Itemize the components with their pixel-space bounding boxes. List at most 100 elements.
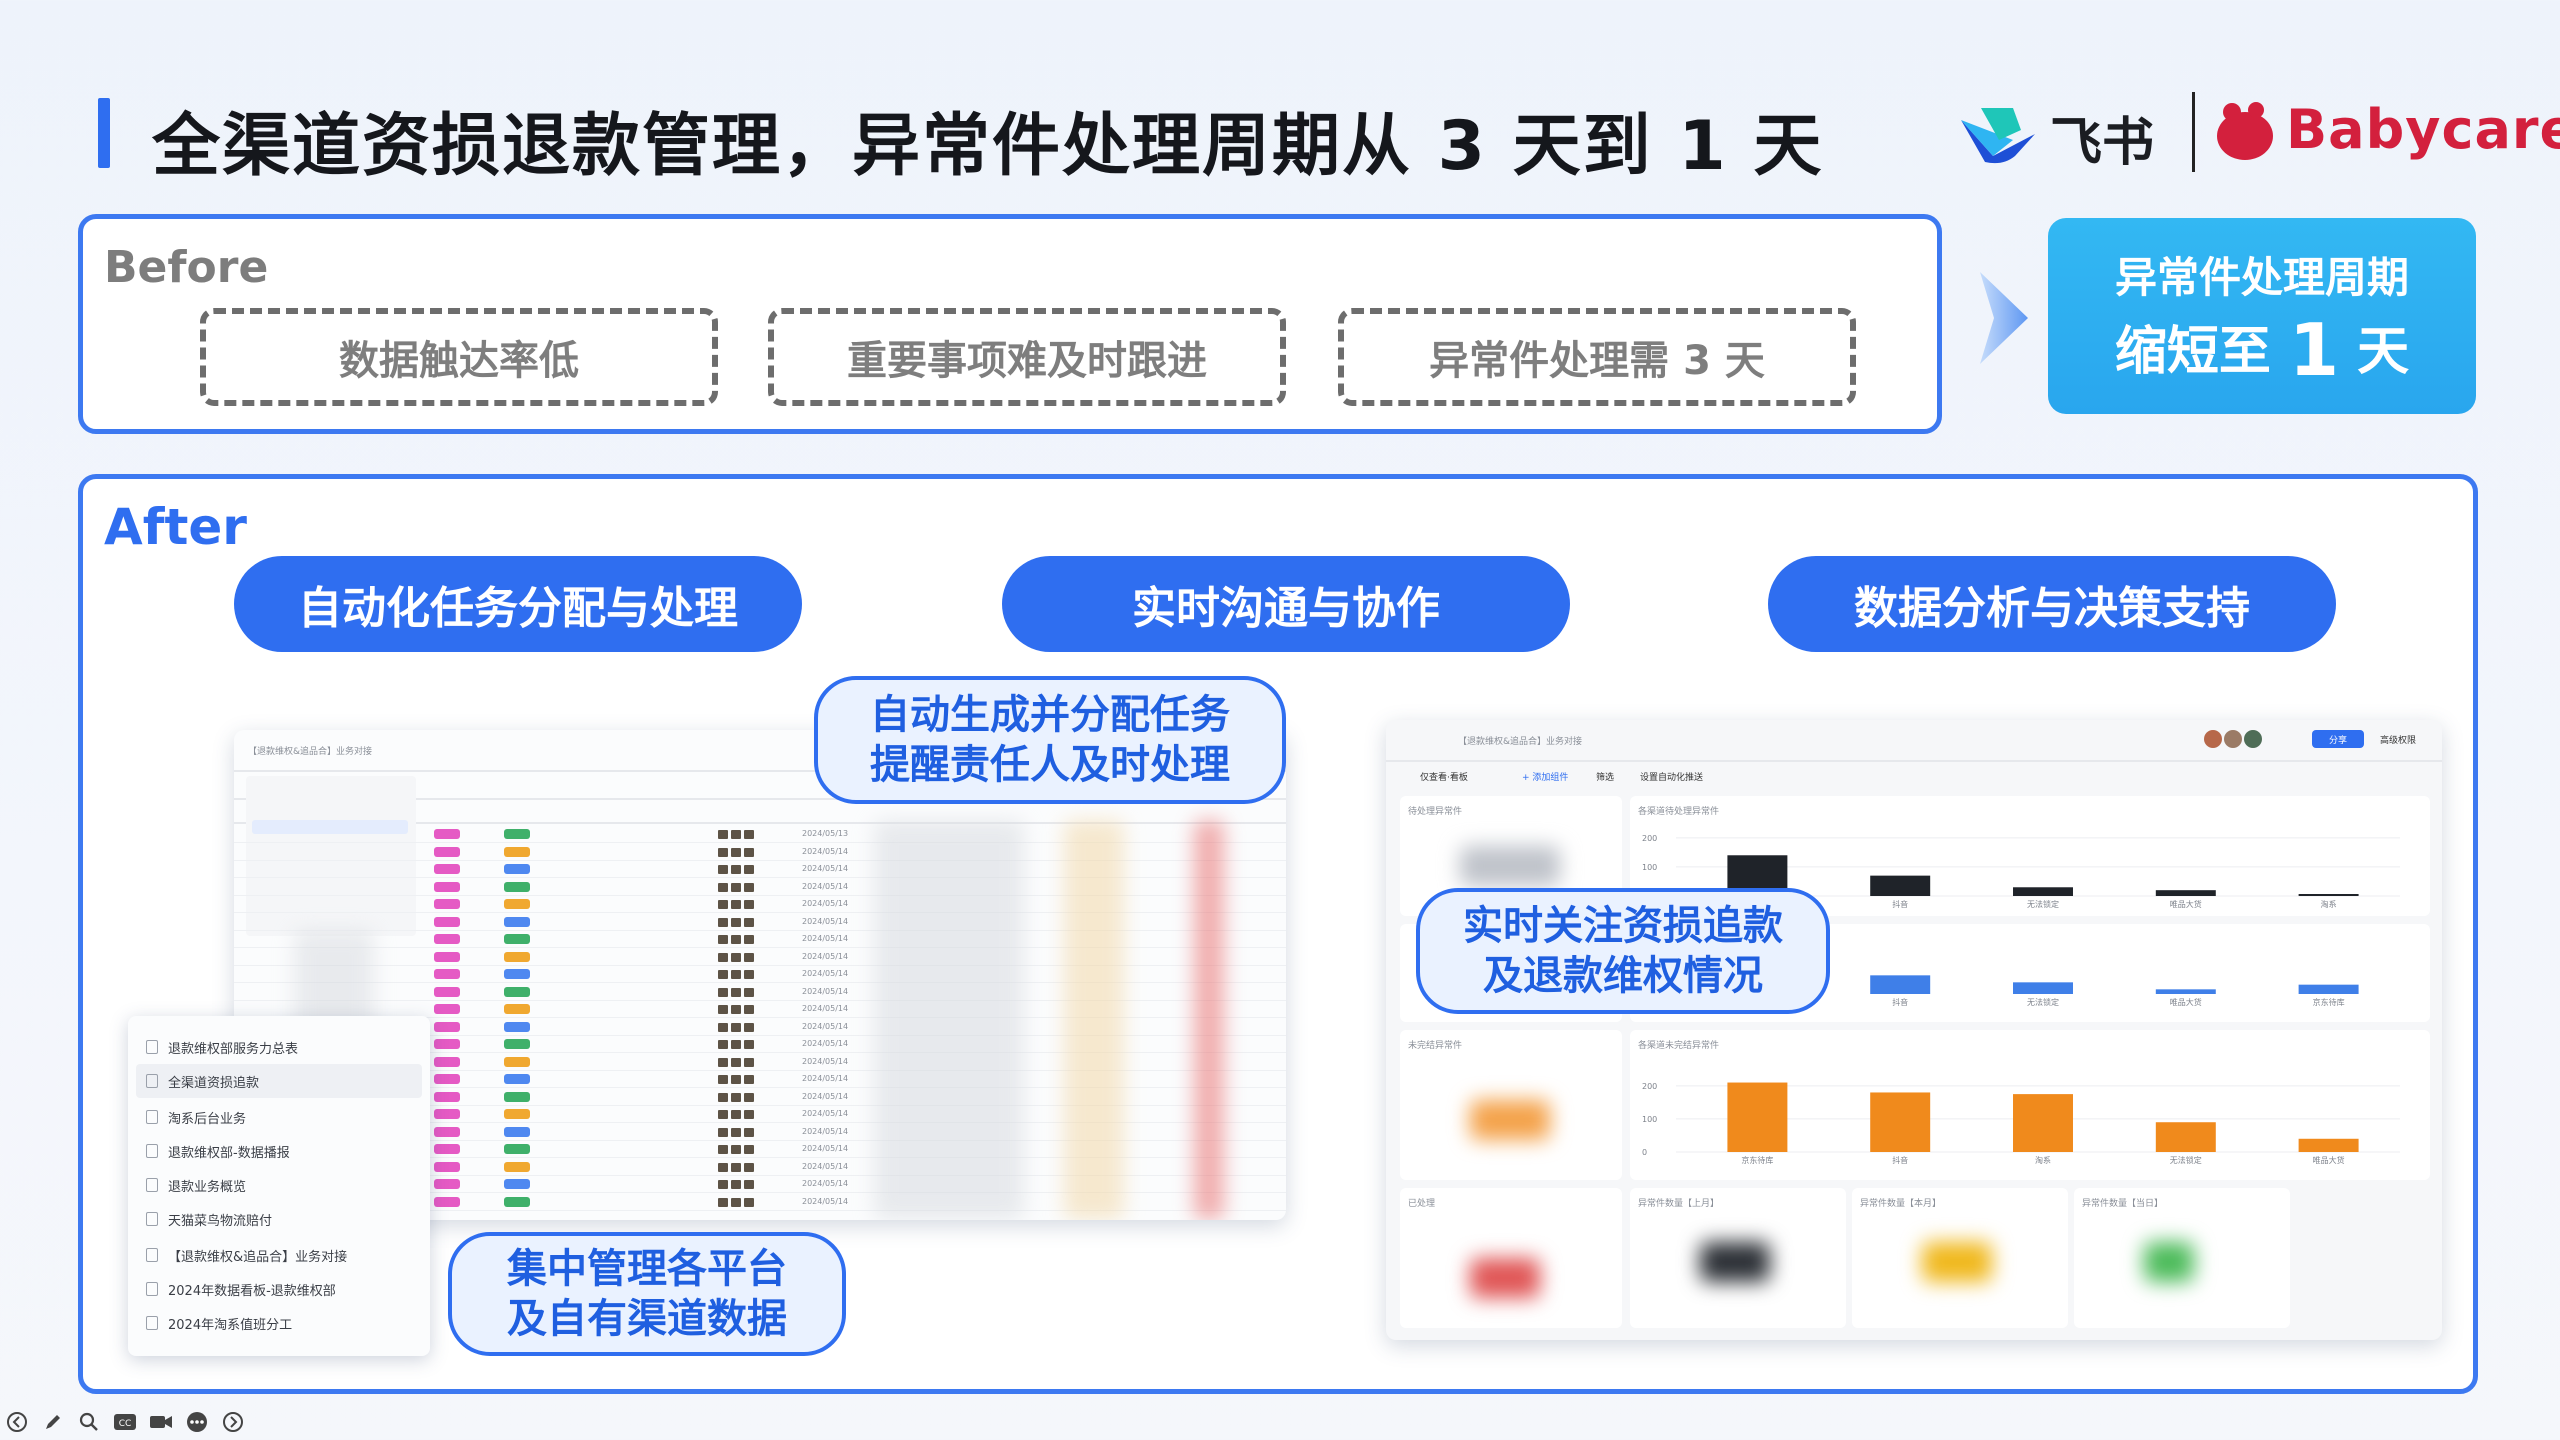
table-row[interactable]: 2024/05/14 — [234, 1036, 1286, 1053]
date-cell: 2024/05/14 — [802, 986, 849, 996]
table-row[interactable]: 2024/05/14 — [234, 844, 1286, 861]
auto-push-button[interactable]: 设置自动化推送 — [1640, 773, 1704, 783]
x-tick-label: 唯品大货 — [2313, 1155, 2345, 1165]
bar[interactable] — [2013, 1094, 2073, 1152]
bar[interactable] — [2013, 982, 2073, 994]
list-item[interactable]: 2024年数据看板-退款维权部 — [146, 1272, 336, 1306]
list-item[interactable]: 退款维权部服务力总表 — [146, 1030, 298, 1064]
filter-button[interactable]: 筛选 — [1596, 773, 1615, 783]
camera-icon[interactable] — [148, 1409, 174, 1435]
channel-tag — [504, 1126, 530, 1137]
table-row[interactable]: 2024/05/14 — [234, 861, 1286, 878]
result-prefix: 缩短至 — [2114, 322, 2271, 382]
product-thumbnail — [718, 1092, 728, 1102]
bar[interactable] — [1870, 1092, 1931, 1152]
result-title: 异常件处理周期 — [2114, 253, 2409, 302]
date-cell: 2024/05/14 — [802, 1196, 849, 1206]
doc-list-panel: 退款维权部服务力总表 全渠道资损追款 淘系后台业务 退款维权部-数据播报 退款业… — [128, 1016, 430, 1356]
list-item[interactable]: 退款业务概览 — [146, 1168, 246, 1202]
table-row[interactable]: 2024/05/14 — [234, 1089, 1286, 1106]
product-thumbnail — [731, 1127, 741, 1137]
table-row[interactable]: 2024/05/14 — [234, 914, 1286, 931]
list-item[interactable]: 2024年淘系值班分工 — [146, 1306, 292, 1340]
product-thumbnail — [718, 1180, 728, 1189]
product-thumbnail — [744, 1092, 754, 1102]
captions-icon[interactable]: CC — [112, 1409, 138, 1435]
x-tick-label: 京东待库 — [2313, 997, 2345, 1007]
page-title: 全渠道资损退款管理，异常件处理周期从 3 天到 1 天 — [152, 107, 1824, 186]
list-item[interactable]: 天猫菜鸟物流赔付 — [146, 1202, 272, 1236]
channel-tag — [504, 1004, 530, 1014]
table-row[interactable]: 2024/05/14 — [234, 966, 1286, 983]
table-row[interactable]: 2024/05/14 — [234, 949, 1286, 966]
product-thumbnail — [718, 1057, 728, 1067]
view-filter[interactable]: 仅查看·看板 — [1420, 773, 1468, 783]
table-row[interactable]: 2024/05/14 — [234, 896, 1286, 913]
forward-icon[interactable] — [220, 1409, 246, 1435]
table-row[interactable]: 2024/05/14 — [234, 1176, 1286, 1193]
bar[interactable] — [1870, 975, 1931, 994]
table-row[interactable]: 2024/05/14 — [234, 931, 1286, 948]
bar[interactable] — [2013, 887, 2073, 896]
list-item[interactable]: 【退款维权&追品合】业务对接 — [146, 1238, 347, 1272]
bar[interactable] — [2298, 984, 2359, 994]
table-row[interactable]: 2024/05/14 — [234, 1194, 1286, 1211]
product-thumbnail — [744, 935, 754, 944]
date-cell: 2024/05/14 — [802, 1179, 849, 1188]
status-tag — [434, 899, 460, 909]
product-thumbnail — [744, 847, 754, 857]
x-tick-label: 无法锁定 — [2027, 899, 2059, 909]
add-widget-button[interactable]: + 添加组件 — [1522, 773, 1569, 783]
list-item[interactable]: 退款维权部-数据播报 — [146, 1134, 290, 1168]
table-row[interactable]: 2024/05/14 — [234, 1141, 1286, 1158]
dashboard-screenshot: 【退款维权&追品合】业务对接 分享 高级权限 仅查看·看板 + 添加组件 筛选 … — [1386, 720, 2442, 1340]
product-thumbnail — [744, 882, 754, 892]
callout-auto-task: 自动生成并分配任务 提醒责任人及时处理 — [814, 676, 1286, 804]
callout-realtime-monitor: 实时关注资损追款 及退款维权情况 — [1416, 888, 1830, 1014]
bar[interactable] — [1870, 875, 1931, 896]
table-row[interactable]: 2024/05/13 — [234, 826, 1286, 843]
product-thumbnail — [731, 882, 741, 892]
title-accent-bar — [98, 98, 110, 168]
search-icon[interactable] — [76, 1409, 102, 1435]
bar[interactable] — [2155, 1122, 2216, 1152]
table-row[interactable]: 2024/05/14 — [234, 1159, 1286, 1176]
table-row[interactable]: 2024/05/14 — [234, 984, 1286, 1001]
list-item[interactable]: 全渠道资损追款 — [136, 1064, 422, 1098]
feishu-logo-text: 飞书 — [2050, 113, 2155, 173]
advanced-permission-link[interactable]: 高级权限 — [2380, 736, 2417, 746]
date-cell: 2024/05/14 — [802, 1091, 849, 1101]
bar[interactable] — [2155, 989, 2216, 994]
date-cell: 2024/05/14 — [802, 846, 849, 856]
back-icon[interactable] — [4, 1409, 30, 1435]
product-thumbnail — [744, 1005, 754, 1014]
bar[interactable] — [2155, 890, 2216, 896]
bar[interactable] — [1727, 1082, 1788, 1152]
callout-centralized: 集中管理各平台 及自有渠道数据 — [448, 1232, 846, 1356]
table-row[interactable]: 2024/05/14 — [234, 879, 1286, 896]
product-thumbnail — [744, 1022, 754, 1032]
chevron-right-icon — [1980, 272, 2028, 364]
bar[interactable] — [2298, 1138, 2359, 1152]
after-pill-communication: 实时沟通与协作 — [1002, 556, 1570, 652]
table-row[interactable]: 2024/05/14 — [234, 1054, 1286, 1071]
product-thumbnail — [718, 1197, 728, 1207]
table-row[interactable]: 2024/05/14 — [234, 1124, 1286, 1141]
table-row[interactable]: 2024/05/14 — [234, 1019, 1286, 1036]
bar[interactable] — [2298, 894, 2359, 896]
table-row[interactable]: 2024/05/14 — [234, 1071, 1286, 1088]
table-row[interactable]: 2024/05/14 — [234, 1001, 1286, 1018]
kpi-last-month: 异常件数量【上月】 — [1630, 1188, 1846, 1328]
product-thumbnail — [731, 935, 741, 944]
status-tag — [434, 934, 460, 944]
product-thumbnail — [718, 882, 728, 892]
more-icon[interactable] — [184, 1409, 210, 1435]
y-tick-label: 0 — [1642, 1148, 1647, 1157]
kpi-today: 异常件数量【当日】 — [2074, 1188, 2290, 1328]
table-row[interactable]: 2024/05/14 — [234, 1106, 1286, 1123]
pen-icon[interactable] — [40, 1409, 66, 1435]
list-item[interactable]: 淘系后台业务 — [146, 1100, 246, 1134]
kpi-processed-panel: 已处理 — [1400, 1188, 1622, 1328]
share-button[interactable]: 分享 — [2312, 730, 2364, 748]
